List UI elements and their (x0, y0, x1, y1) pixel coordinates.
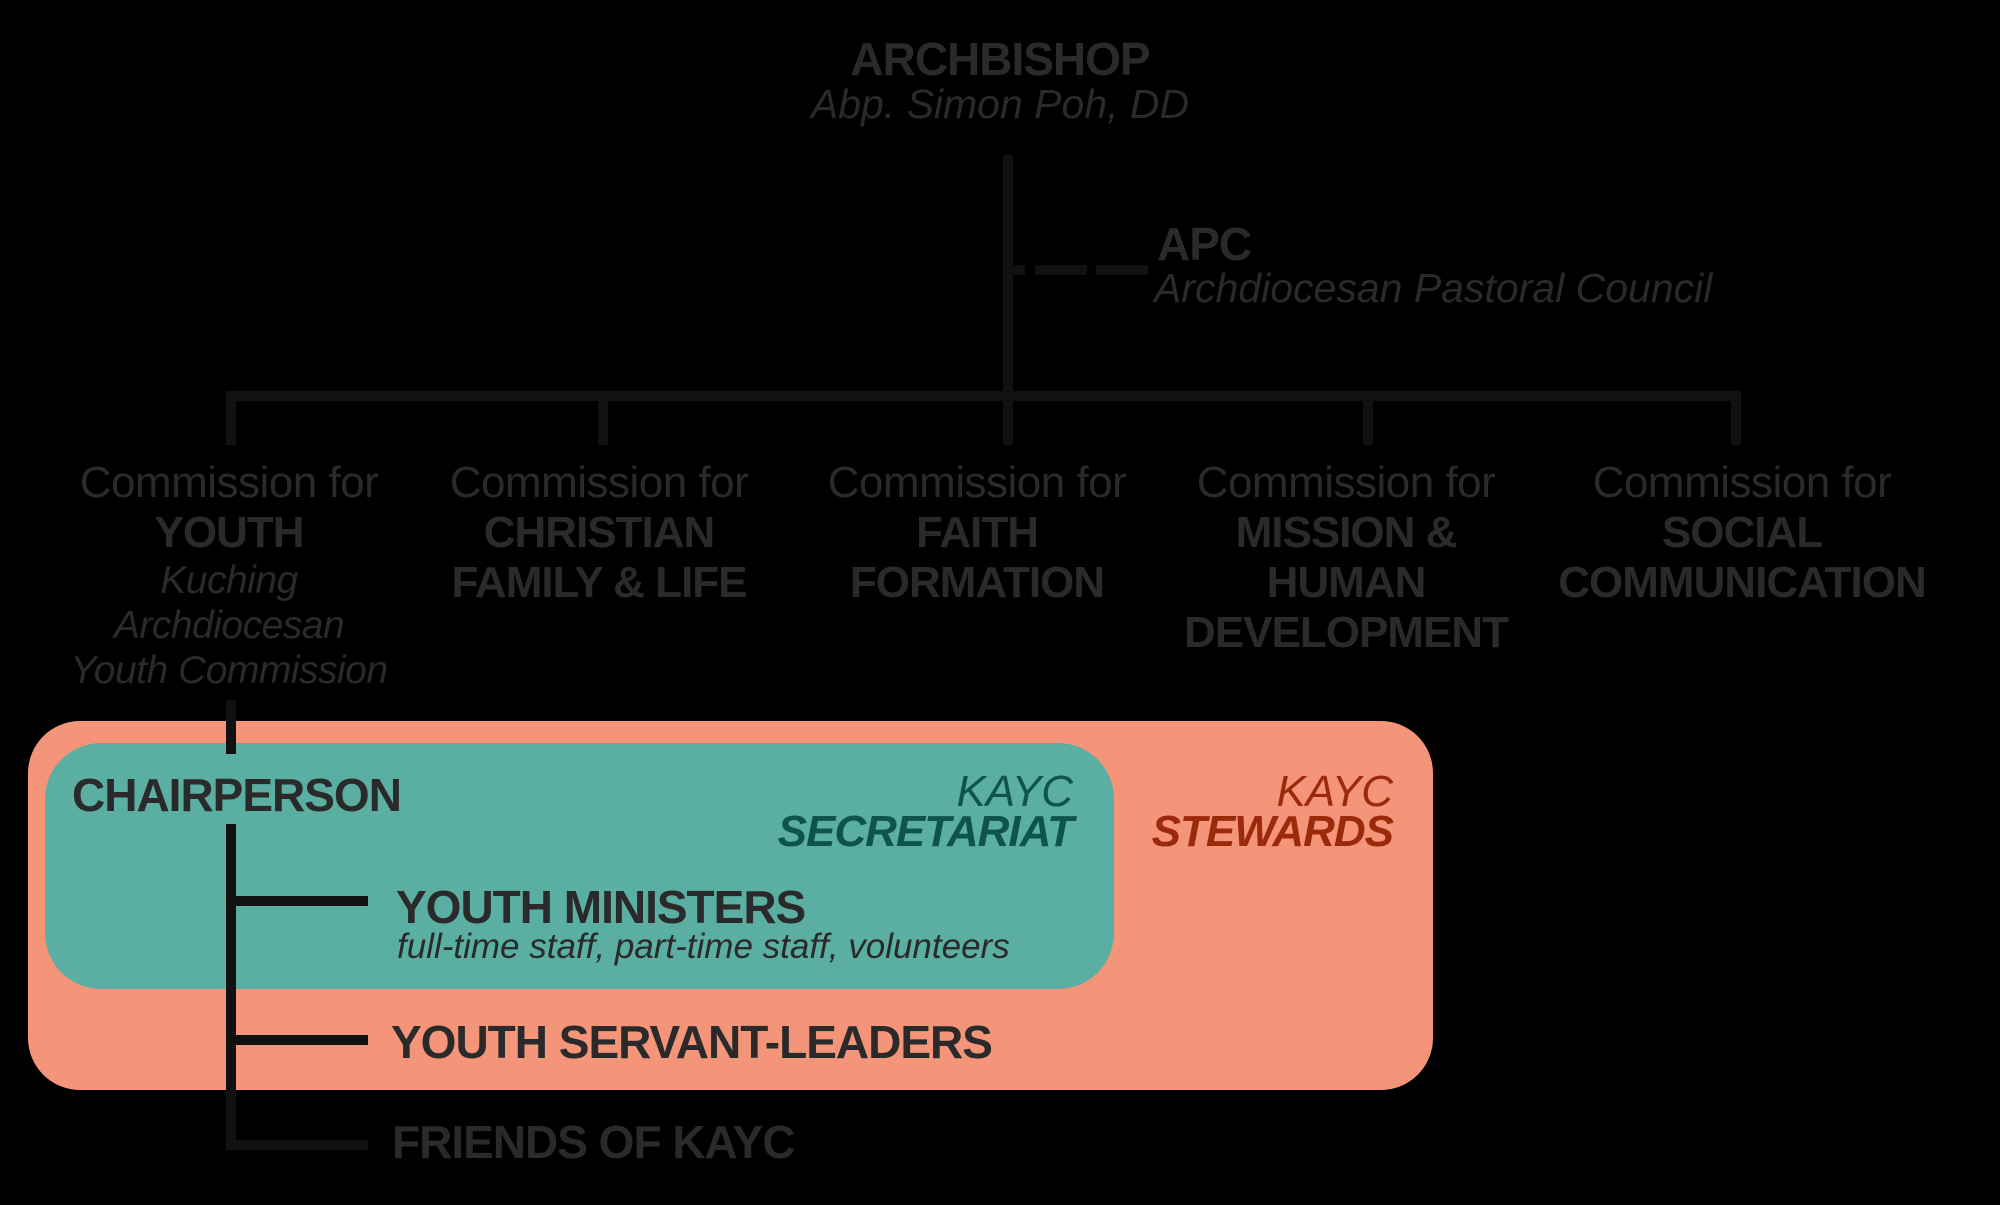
commission-prefix: Commission for (827, 458, 1127, 507)
apc-dash-stub (1013, 265, 1025, 275)
apc-dash-segment (1096, 265, 1148, 275)
commission-drop-line-faith (1003, 391, 1013, 445)
commission-drop-line-youth (226, 391, 236, 445)
commission-name-line: YOUTH (154, 508, 305, 557)
commission-prefix: Commission for (1592, 458, 1892, 507)
chairperson-title: CHAIRPERSON (72, 769, 402, 821)
commission-name-line: FORMATION (849, 558, 1105, 607)
commission-name-line: HUMAN (1266, 558, 1427, 607)
friends-of-kayc-title: FRIENDS OF KAYC (392, 1116, 795, 1168)
commission-name-line: FAMILY & LIFE (451, 558, 747, 607)
kayc-secretariat-region (45, 743, 1114, 989)
commission-name-line: FAITH (915, 508, 1039, 557)
commissions-bus-line (226, 391, 1741, 401)
commission-sub-line: Youth Commission (70, 649, 388, 692)
commission-name-line: COMMUNICATION (1558, 558, 1926, 607)
commission-name-line: SOCIAL (1661, 508, 1823, 557)
commission-prefix: Commission for (79, 458, 379, 507)
commission-prefix: Commission for (1196, 458, 1496, 507)
branch-friends-of-kayc (226, 1140, 368, 1150)
commission-mission-human-development: Commission for MISSION & HUMAN DEVELOPME… (1136, 458, 1556, 658)
apc-dash-segment (1035, 265, 1087, 275)
branch-youth-servant-leaders (226, 1035, 368, 1045)
chair-trunk-line (226, 824, 236, 1150)
archbishop-trunk-line (1003, 155, 1013, 445)
commission-drop-line-social (1731, 391, 1741, 445)
youth-to-chair-line (226, 700, 236, 754)
stewards-kayc-label: KAYC (1276, 767, 1393, 816)
stewards-label: STEWARDS (1151, 807, 1394, 856)
archbishop-name: Abp. Simon Poh, DD (810, 81, 1190, 127)
commission-faith-formation: Commission for FAITH FORMATION (767, 458, 1187, 608)
commission-christian-family-life: Commission for CHRISTIAN FAMILY & LIFE (389, 458, 809, 608)
commission-name-line: DEVELOPMENT (1184, 608, 1509, 657)
apc-subtitle: Archdiocesan Pastoral Council (1154, 265, 1713, 311)
commission-youth: Commission for YOUTH Kuching Archdiocesa… (19, 458, 439, 693)
commission-name-line: CHRISTIAN (483, 508, 716, 557)
archbishop-title: ARCHBISHOP (850, 33, 1150, 85)
commission-prefix: Commission for (449, 458, 749, 507)
secretariat-kayc-label: KAYC (956, 767, 1073, 816)
youth-ministers-subtitle: full-time staff, part-time staff, volunt… (397, 927, 1010, 966)
branch-youth-ministers (226, 896, 368, 906)
commission-sub-line: Archdiocesan (113, 604, 345, 647)
commission-sub-line: Kuching (160, 559, 298, 602)
youth-servant-leaders-title: YOUTH SERVANT-LEADERS (391, 1016, 993, 1068)
commission-drop-line-mission (1363, 391, 1373, 445)
apc-title: APC (1157, 218, 1252, 270)
commission-social-communication: Commission for SOCIAL COMMUNICATION (1532, 458, 1952, 608)
secretariat-label: SECRETARIAT (777, 807, 1074, 856)
commission-name-line: MISSION & (1235, 508, 1458, 557)
commission-drop-line-family (598, 391, 608, 445)
youth-ministers-title: YOUTH MINISTERS (396, 881, 806, 933)
